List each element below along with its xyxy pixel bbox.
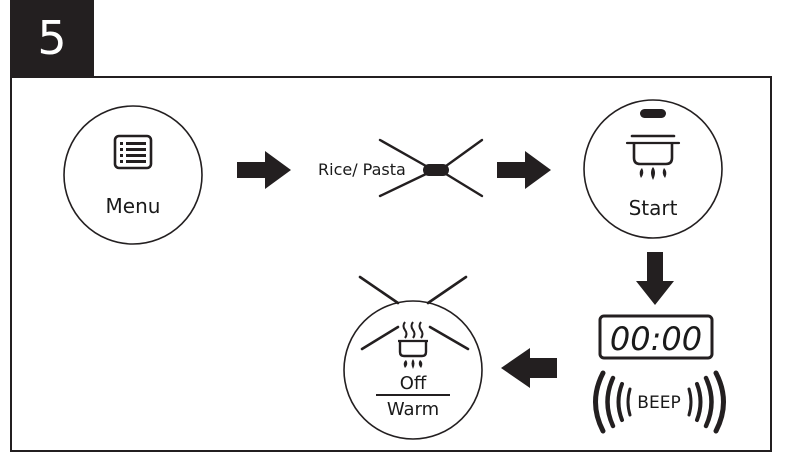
rice-pasta-label: Rice/ Pasta [318,160,406,179]
off-label: Off [400,373,427,394]
arrow-down-icon [636,252,674,305]
step-frame [10,76,772,452]
arrow-right-icon [237,151,291,189]
pot-on-burner-icon [625,134,681,180]
beep-label: BEEP [637,393,680,413]
menu-button[interactable]: Menu [63,105,203,245]
timer-display-value: 00:00 [610,320,702,358]
blinking-light-icon [378,138,484,198]
rice-pasta-option[interactable]: Rice/ Pasta [318,138,484,198]
arrow-left-icon [501,348,557,388]
menu-list-icon [113,134,153,170]
start-label: Start [629,196,678,220]
sound-waves-icon [593,370,726,434]
steaming-pot-icon [398,321,428,369]
blinking-light-icon [358,275,470,351]
step-number-badge: 5 [10,0,94,77]
menu-label: Menu [106,194,161,218]
start-button[interactable]: Start [583,99,723,239]
start-indicator-light-icon [640,109,666,118]
beep-sound: BEEP [593,370,726,434]
warm-label: Warm [387,399,439,420]
arrow-right-icon [497,151,551,189]
timer-display: 00:00 [598,314,714,360]
off-warm-button[interactable]: Off Warm [343,275,483,440]
